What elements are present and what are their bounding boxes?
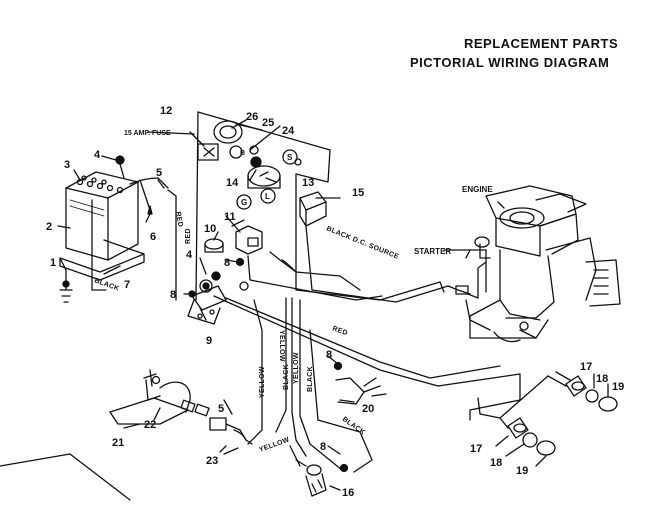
callout-24: 24 xyxy=(282,125,295,137)
callout-1: 1 xyxy=(50,257,56,269)
callout-19-upper: 19 xyxy=(612,381,624,393)
black-wire-4 xyxy=(317,419,373,473)
wire-label-yellow-1: YELLOW xyxy=(259,366,266,398)
label-fuse: 15 AMP. FUSE xyxy=(124,130,171,137)
callout-11: 11 xyxy=(224,211,236,223)
wire-label-red-main: RED xyxy=(331,325,348,337)
yellow-wire-3 xyxy=(299,299,343,471)
pto-wire xyxy=(247,255,383,301)
red-cable-from-battery xyxy=(167,189,177,301)
callout-2: 2 xyxy=(46,221,52,233)
switch-connector xyxy=(299,191,327,227)
terminal-b: B xyxy=(240,150,245,157)
battery xyxy=(65,171,139,261)
pto-switch xyxy=(231,219,263,255)
dc-source-cable xyxy=(295,173,441,301)
light-wire xyxy=(477,375,549,419)
terminal-s: S xyxy=(287,153,293,162)
callout-8-seat: 8 xyxy=(320,441,326,453)
terminal-l: L xyxy=(265,192,270,201)
callout-7: 7 xyxy=(124,279,130,291)
callout-16: 16 xyxy=(342,487,354,499)
ignition-switch xyxy=(213,120,281,189)
callout-5-bottom: 5 xyxy=(218,403,224,415)
callout-18-upper: 18 xyxy=(596,373,608,385)
callout-15: 15 xyxy=(352,187,364,199)
callout-23: 23 xyxy=(206,455,218,467)
wire-label-dc-source: BLACK D.C. SOURCE xyxy=(325,225,399,261)
callout-4-top: 4 xyxy=(94,149,101,161)
black-wire-2 xyxy=(291,297,307,457)
upper-light-assembly xyxy=(547,375,618,412)
callout-25: 25 xyxy=(262,117,274,129)
wire-label-black-3: BLACK xyxy=(307,366,314,392)
seat-switch xyxy=(295,459,349,497)
callout-13: 13 xyxy=(302,177,314,189)
battery-positive-cable xyxy=(129,177,169,189)
ground-bolt xyxy=(59,269,73,303)
black-ground-cable xyxy=(91,199,107,291)
diagram-title-line1: REPLACEMENT PARTS xyxy=(464,36,619,51)
wire-label-black-4: BLACK xyxy=(341,416,366,437)
yellow-wire-2 xyxy=(275,297,287,433)
battery-tray xyxy=(59,239,145,281)
red-main-cable-2 xyxy=(225,297,501,379)
callout-19-lower: 19 xyxy=(516,465,528,477)
red-main-cable xyxy=(213,295,521,421)
callout-6: 6 xyxy=(150,231,156,243)
label-engine: ENGINE xyxy=(462,185,493,194)
wire-label-red-left: RED xyxy=(185,228,192,244)
wire-label-yellow-4: YELLOW xyxy=(258,436,290,453)
wire-label-yellow-2: YELLOW xyxy=(278,330,285,362)
callout-18-lower: 18 xyxy=(490,457,502,469)
callout-17-upper: 17 xyxy=(580,361,592,373)
callout-14: 14 xyxy=(226,177,239,189)
callout-21: 21 xyxy=(112,437,124,449)
headlight-harness xyxy=(109,369,253,445)
callout-12: 12 xyxy=(160,105,172,117)
wire-label-yellow-3: YELLOW xyxy=(293,352,300,384)
dash-panel xyxy=(195,111,331,301)
lower-light-assembly xyxy=(499,417,556,456)
terminal-g: G xyxy=(241,198,247,207)
yellow-wire-1 xyxy=(247,299,263,445)
starter-solenoid xyxy=(187,271,227,325)
wire-label-black-2: BLACK xyxy=(283,364,290,390)
callout-8-switch: 8 xyxy=(326,349,332,361)
engine xyxy=(465,185,621,343)
callout-9: 9 xyxy=(206,335,212,347)
callout-8-bolt: 8 xyxy=(224,257,230,269)
wire-label-red-top: RED xyxy=(174,211,184,228)
light-plug xyxy=(204,238,224,253)
callout-17-lower: 17 xyxy=(470,443,482,455)
callout-20: 20 xyxy=(362,403,374,415)
diagram-title-line2: PICTORIAL WIRING DIAGRAM xyxy=(410,55,610,70)
callout-26: 26 xyxy=(246,111,258,123)
callout-22: 22 xyxy=(144,419,156,431)
callout-5-top: 5 xyxy=(156,167,162,179)
callout-10: 10 xyxy=(204,223,216,235)
callout-3: 3 xyxy=(64,159,70,171)
fuse-holder xyxy=(189,131,219,161)
callout-8-solenoid: 8 xyxy=(170,289,176,301)
hold-down-bolt xyxy=(115,155,125,179)
battery-cable-6 xyxy=(139,179,151,211)
callout-4-bottom: 4 xyxy=(186,249,193,261)
label-starter: STARTER xyxy=(414,247,451,256)
